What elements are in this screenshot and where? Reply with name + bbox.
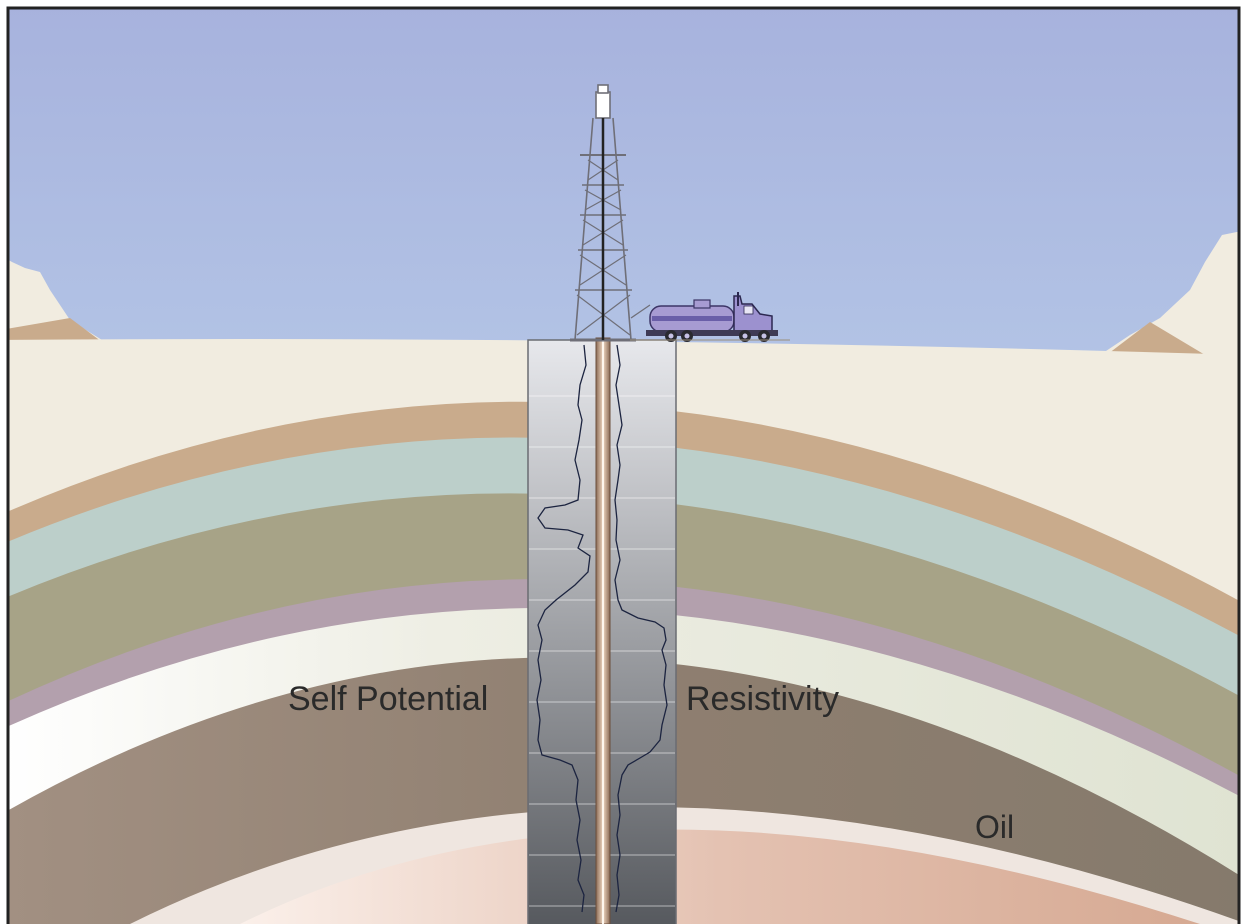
derrick-icon <box>570 84 651 342</box>
oil-label: Oil <box>975 809 1015 845</box>
logging-truck-icon <box>630 292 790 342</box>
stratum-pink-lower <box>240 829 1200 924</box>
self-potential-label: Self Potential <box>288 680 489 718</box>
log-column <box>527 337 677 924</box>
resistivity-curve <box>614 344 668 913</box>
image-frame <box>6 6 1241 924</box>
resistivity-label: Resistivity <box>686 680 840 718</box>
self-potential-curve <box>536 344 591 913</box>
right-mesa <box>1100 231 1238 360</box>
